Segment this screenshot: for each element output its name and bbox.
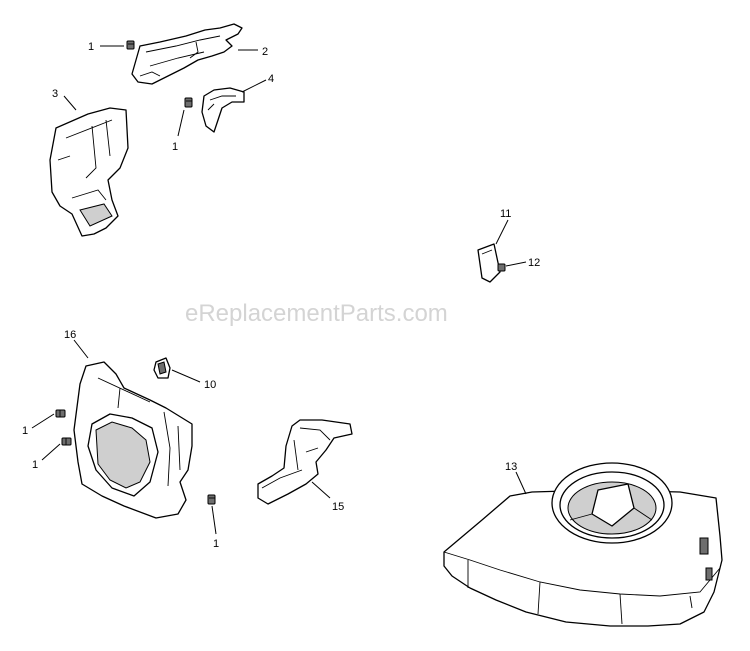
part-16-cylinder-shroud[interactable] xyxy=(73,361,193,519)
callout-1: 1 xyxy=(22,425,28,437)
part-10-nut[interactable] xyxy=(153,357,171,379)
part-4-small-shield[interactable] xyxy=(201,87,245,133)
callout-3: 3 xyxy=(52,88,58,100)
screw-icon[interactable] xyxy=(207,494,216,505)
part-3-side-shroud[interactable] xyxy=(49,107,129,237)
callout-1: 1 xyxy=(88,41,94,53)
callout-10: 10 xyxy=(204,379,216,391)
part-11-plate[interactable] xyxy=(477,243,501,283)
screw-icon[interactable] xyxy=(184,97,193,108)
callout-16: 16 xyxy=(64,329,76,341)
part-13-blower-housing[interactable] xyxy=(443,462,723,627)
screw-icon[interactable] xyxy=(126,40,135,50)
screw-icon[interactable] xyxy=(55,409,66,418)
part-2-top-baffle[interactable] xyxy=(131,23,243,85)
callout-1: 1 xyxy=(172,141,178,153)
callout-4: 4 xyxy=(268,73,274,85)
watermark-text: eReplacementParts.com xyxy=(185,300,448,327)
part-12-screw[interactable] xyxy=(497,263,506,272)
screw-icon[interactable] xyxy=(61,437,72,446)
callout-2: 2 xyxy=(262,46,268,58)
part-15-bracket-shroud[interactable] xyxy=(257,419,353,505)
callout-12: 12 xyxy=(528,257,540,269)
callout-15: 15 xyxy=(332,501,344,513)
callout-1: 1 xyxy=(32,459,38,471)
callout-1: 1 xyxy=(213,538,219,550)
leader-lines xyxy=(31,45,527,535)
callout-11: 11 xyxy=(500,208,511,220)
callout-13: 13 xyxy=(505,461,517,473)
